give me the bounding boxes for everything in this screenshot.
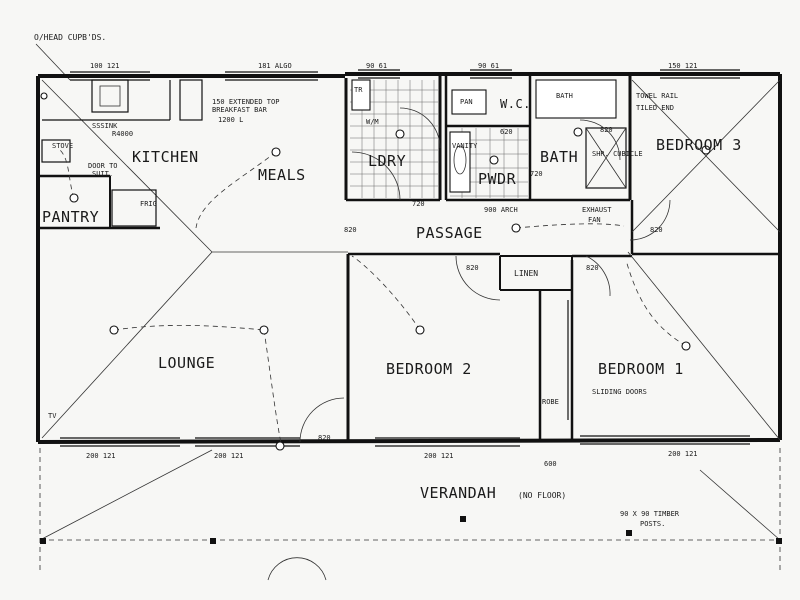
sliding-doors-label: SLIDING DOORS bbox=[592, 388, 647, 396]
bottom-arc-mark bbox=[267, 557, 327, 581]
dim-win-lounge-left: 200 121 bbox=[86, 452, 116, 460]
roof-hip-lines bbox=[39, 79, 781, 572]
room-linen: LINEN bbox=[514, 269, 538, 278]
trough-label: TR bbox=[354, 86, 363, 94]
room-pantry: PANTRY bbox=[42, 208, 99, 226]
laundry-tiles bbox=[350, 79, 438, 198]
dim-window-kitchen: 100 121 bbox=[90, 62, 120, 70]
electrical-layout bbox=[40, 92, 711, 451]
kitchen-fittings bbox=[41, 79, 203, 227]
door-dim-720a: 720 bbox=[412, 200, 425, 208]
door-swings bbox=[299, 107, 671, 443]
door-dim-620: 620 bbox=[500, 128, 513, 136]
washing-machine-label: W/M bbox=[366, 118, 379, 126]
breakfast-bar-note-2: BREAKFAST BAR bbox=[212, 106, 268, 114]
arch-label: 900 ARCH bbox=[484, 206, 518, 214]
overhead-cupboards-note: O/HEAD CUPB'DS. bbox=[34, 33, 106, 42]
dim-window-meals: 181 ALGO bbox=[258, 62, 292, 70]
towel-rail-label: TOWEL RAIL bbox=[636, 92, 678, 100]
breakfast-bar-note-3: 1200 L bbox=[218, 116, 243, 124]
room-passage: PASSAGE bbox=[416, 224, 483, 242]
sink-label: SSSINK bbox=[92, 122, 118, 130]
door-to-suit-label-2: SUIT. bbox=[92, 170, 113, 178]
room-verandah: VERANDAH bbox=[420, 484, 496, 502]
exterior-walls bbox=[36, 69, 782, 447]
pan-label: PAN bbox=[460, 98, 473, 106]
dim-win-bed2: 200 121 bbox=[424, 452, 454, 460]
tiled-end-label: TILED END bbox=[636, 104, 674, 112]
room-wc: W.C. bbox=[500, 97, 531, 111]
room-bedroom-2: BEDROOM 2 bbox=[386, 360, 472, 378]
door-dim-820c: 820 bbox=[318, 434, 331, 442]
tv-label: TV bbox=[48, 412, 57, 420]
breakfast-bar-note-1: 150 EXTENDED TOP bbox=[212, 98, 279, 106]
dim-window-bed3: 150 121 bbox=[668, 62, 698, 70]
door-dim-820b: 820 bbox=[586, 264, 599, 272]
sink-size-label: R4000 bbox=[112, 130, 133, 138]
door-dim-820a: 820 bbox=[466, 264, 479, 272]
exhaust-label: EXHAUST bbox=[582, 206, 612, 214]
door-dim-820e: 820 bbox=[650, 226, 663, 234]
door-dim-720b: 720 bbox=[530, 170, 543, 178]
dim-win-lounge-right: 200 121 bbox=[214, 452, 244, 460]
stove-label: STOVE bbox=[52, 142, 73, 150]
vanity-label: VANITY bbox=[452, 142, 478, 150]
room-bedroom-3: BEDROOM 3 bbox=[656, 136, 742, 154]
dim-window-ldry: 90 61 bbox=[366, 62, 387, 70]
door-dim-820f: 820 bbox=[600, 126, 613, 134]
fridge-label: FRIG bbox=[140, 200, 157, 208]
door-dim-820d: 820 bbox=[344, 226, 357, 234]
room-lounge: LOUNGE bbox=[158, 354, 215, 372]
posts-note-1: 90 X 90 TIMBER bbox=[620, 510, 680, 518]
room-kitchen: KITCHEN bbox=[132, 148, 199, 166]
shower-cubicle-label: SHR. CUBICLE bbox=[592, 150, 643, 158]
dim-robe-600: 600 bbox=[544, 460, 557, 468]
fan-label: FAN bbox=[588, 216, 601, 224]
wet-area-fixtures bbox=[449, 79, 627, 198]
room-bedroom-1: BEDROOM 1 bbox=[598, 360, 684, 378]
robe-label: ROBE bbox=[542, 398, 559, 406]
door-to-suit-label: DOOR TO bbox=[88, 162, 118, 170]
bath-fixture-label: BATH bbox=[556, 92, 573, 100]
interior-walls bbox=[38, 76, 780, 442]
dim-win-bed1: 200 121 bbox=[668, 450, 698, 458]
verandah-note: (NO FLOOR) bbox=[518, 491, 566, 500]
room-laundry: LDRY bbox=[368, 152, 406, 170]
room-bath: BATH bbox=[540, 148, 578, 166]
room-powder: PWDR bbox=[478, 170, 517, 188]
verandah-posts bbox=[40, 516, 782, 544]
dim-window-pwdr: 90 61 bbox=[478, 62, 499, 70]
posts-note-2: POSTS. bbox=[640, 520, 665, 528]
room-meals: MEALS bbox=[258, 166, 306, 184]
